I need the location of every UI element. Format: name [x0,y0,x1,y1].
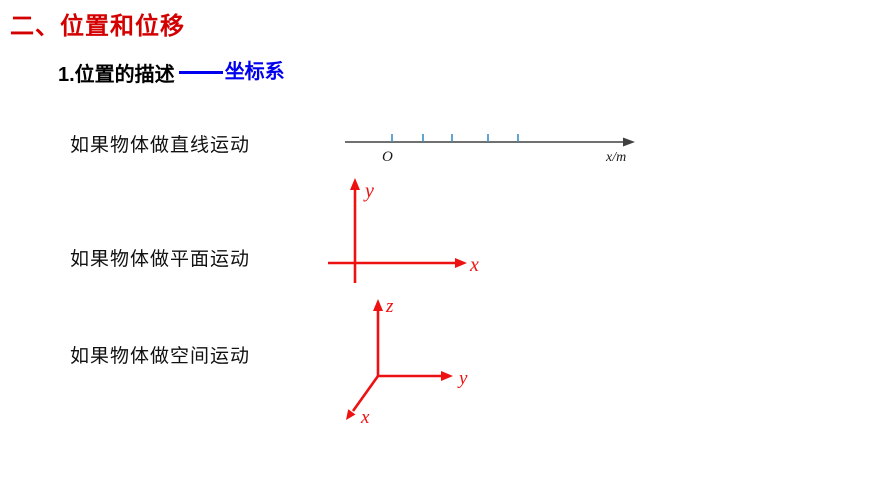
space-z-arrowhead-icon [373,299,383,311]
space-x-arrowhead-icon [346,409,356,420]
plane-x-label: x [469,254,479,276]
row-label-plane-motion: 如果物体做平面运动 [70,249,251,270]
plane-y-label: y [363,180,374,202]
axis-unit-label: x/m [605,150,626,165]
space-x-axis [351,375,380,412]
plane-y-arrowhead-icon [350,178,360,190]
page-title: 二、位置和位移 [10,13,185,40]
row-label-space-motion: 如果物体做空间运动 [70,346,251,367]
subtitle-row: 1.位置的描述 坐标系 [58,58,285,86]
number-line-diagram: O x/m [345,134,635,165]
space-y-arrowhead-icon [441,371,453,381]
space-y-label: y [457,368,468,389]
space-z-label: z [385,296,394,317]
origin-label: O [382,149,393,165]
subtitle-keyword: 坐标系 [224,60,285,83]
row-label-linear-motion: 如果物体做直线运动 [70,135,251,156]
subtitle: 1.位置的描述 [58,63,175,86]
tick-marks [391,134,519,142]
plane-x-arrowhead-icon [455,258,467,268]
space-axes-diagram: z y x [346,296,468,428]
plane-axes-diagram: y x [328,178,479,283]
space-x-label: x [360,407,370,428]
number-line-arrowhead-icon [623,137,635,147]
connector-line [178,70,223,74]
